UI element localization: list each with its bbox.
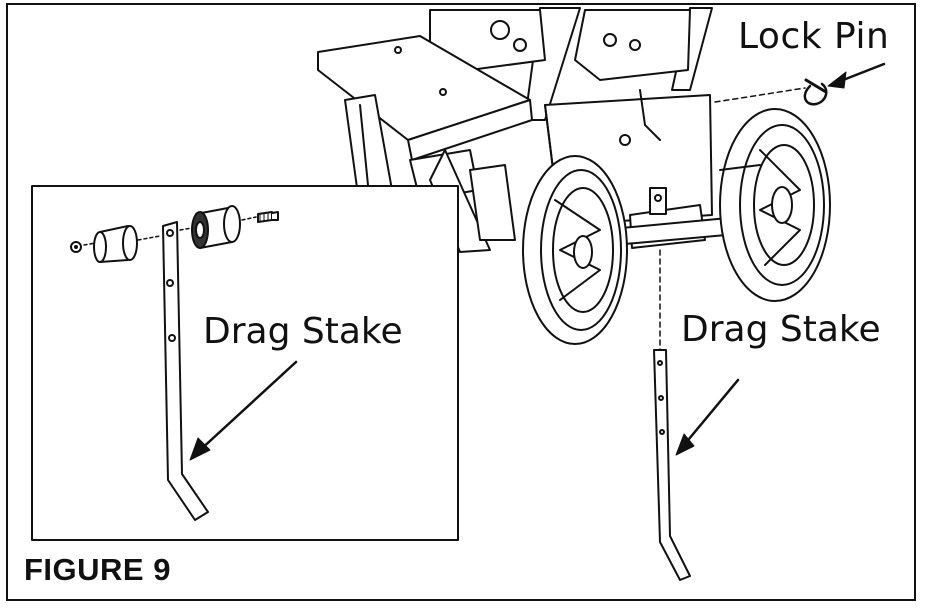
bolt-icon (257, 211, 279, 223)
arrow-icon (189, 360, 298, 461)
figure-caption: FIGURE 9 (24, 552, 171, 587)
drag-stake-icon (162, 221, 209, 521)
inset-drag-stake-label: Drag Stake (203, 311, 403, 352)
bushing-icon (93, 225, 138, 263)
wheel-icon (719, 108, 831, 302)
drag-stake-label: Drag Stake (681, 309, 881, 350)
lock-pin-icon (803, 78, 828, 106)
nut-icon (70, 241, 82, 253)
lock-pin-label: Lock Pin (738, 16, 890, 57)
drag-stake-icon (653, 349, 691, 581)
figure-frame (6, 3, 916, 601)
arrow-icon (675, 378, 740, 456)
bushing-icon (191, 205, 241, 249)
wheel-icon (522, 155, 628, 345)
arrow-icon (827, 62, 886, 89)
